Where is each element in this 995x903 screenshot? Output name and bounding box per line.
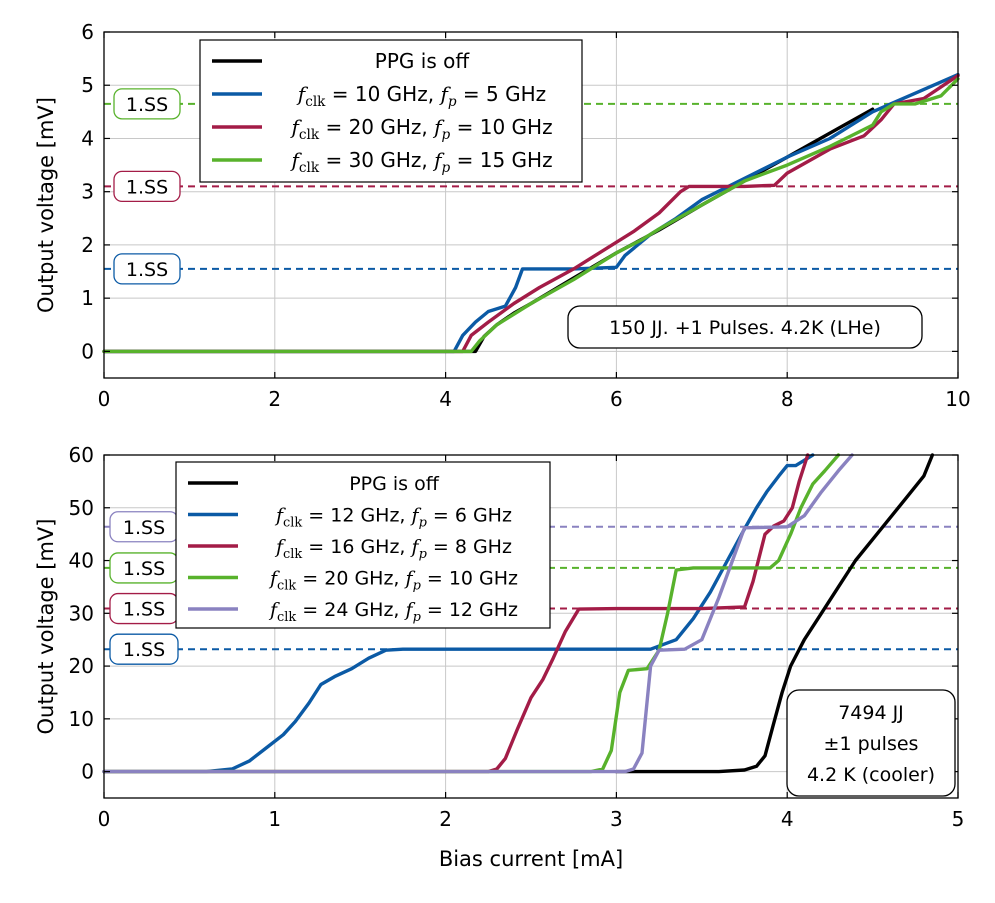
- ss-label: 1.SS: [126, 94, 168, 116]
- x-tick-label: 5: [952, 807, 965, 831]
- y-tick-label: 2: [81, 233, 94, 257]
- ss-label: 1.SS: [123, 639, 165, 661]
- y-tick-label: 40: [69, 549, 94, 573]
- y-tick-label: 60: [69, 443, 94, 467]
- plot-frame: [103, 31, 959, 379]
- x-tick-label: 6: [610, 387, 623, 411]
- legend-label: fclk = 24 GHz, fp = 12 GHz: [268, 599, 518, 625]
- ss-box: [113, 170, 181, 203]
- y-tick-label: 20: [69, 654, 94, 678]
- series-line: [102, 73, 960, 354]
- annotation-text: 7494 JJ: [838, 702, 904, 724]
- x-tick-label: 2: [268, 387, 281, 411]
- y-tick-label: 1: [81, 286, 94, 310]
- y-axis-label: Output voltage [mV]: [34, 519, 58, 735]
- y-tick-label: 0: [81, 760, 94, 784]
- series-line: [102, 453, 815, 774]
- annotation-text: ±1 pulses: [824, 733, 919, 755]
- x-tick-label: 8: [781, 387, 794, 411]
- ss-box: [113, 253, 181, 285]
- y-tick-label: 30: [69, 601, 94, 625]
- ss-label: 1.SS: [123, 558, 165, 580]
- y-axis-label: Output voltage [mV]: [34, 97, 58, 313]
- ss-box: [109, 633, 179, 665]
- series-line: [102, 453, 841, 774]
- x-tick-label: 1: [268, 807, 281, 831]
- y-tick-label: 0: [81, 339, 94, 363]
- plot-frame: [103, 454, 959, 799]
- ss-label: 1.SS: [123, 599, 165, 621]
- annotation-box: [567, 305, 923, 349]
- legend-label: PPG is off: [375, 49, 471, 73]
- ss-label: 1.SS: [123, 517, 165, 539]
- x-tick-label: 0: [98, 387, 111, 411]
- y-tick-label: 10: [69, 707, 94, 731]
- legend-label: fclk = 16 GHz, fp = 8 GHz: [274, 536, 512, 562]
- series-line: [102, 453, 810, 774]
- series-line: [102, 72, 960, 354]
- y-tick-label: 5: [81, 73, 94, 97]
- legend-label: fclk = 30 GHz, fp = 15 GHz: [290, 148, 553, 176]
- annotation-text: 150 JJ. +1 Pulses. 4.2K (LHe): [609, 317, 881, 339]
- legend-label: fclk = 20 GHz, fp = 10 GHz: [268, 568, 518, 594]
- y-tick-label: 50: [69, 496, 94, 520]
- x-tick-label: 2: [439, 807, 452, 831]
- y-tick-label: 6: [81, 20, 94, 44]
- x-tick-label: 4: [439, 387, 452, 411]
- annotation-box: [786, 689, 956, 797]
- ss-box: [113, 88, 181, 120]
- legend-label: fclk = 10 GHz, fp = 5 GHz: [296, 82, 546, 110]
- annotation-text: 4.2 K (cooler): [807, 764, 935, 786]
- x-axis-label: Bias current [mA]: [439, 847, 623, 871]
- series-line: [102, 77, 960, 354]
- legend-label: fclk = 12 GHz, fp = 6 GHz: [274, 505, 512, 531]
- x-tick-label: 0: [98, 807, 111, 831]
- y-tick-label: 4: [81, 126, 94, 150]
- legend-box: [199, 39, 583, 183]
- ss-label: 1.SS: [126, 176, 168, 198]
- series-line: [102, 453, 854, 774]
- x-tick-label: 3: [610, 807, 623, 831]
- legend-label: fclk = 20 GHz, fp = 10 GHz: [290, 115, 553, 143]
- x-tick-label: 4: [781, 807, 794, 831]
- ss-label: 1.SS: [126, 259, 168, 281]
- y-tick-label: 3: [81, 180, 94, 204]
- x-tick-label: 10: [945, 387, 970, 411]
- series-line: [614, 453, 935, 774]
- legend-box: [175, 461, 551, 629]
- legend-label: PPG is off: [349, 473, 440, 495]
